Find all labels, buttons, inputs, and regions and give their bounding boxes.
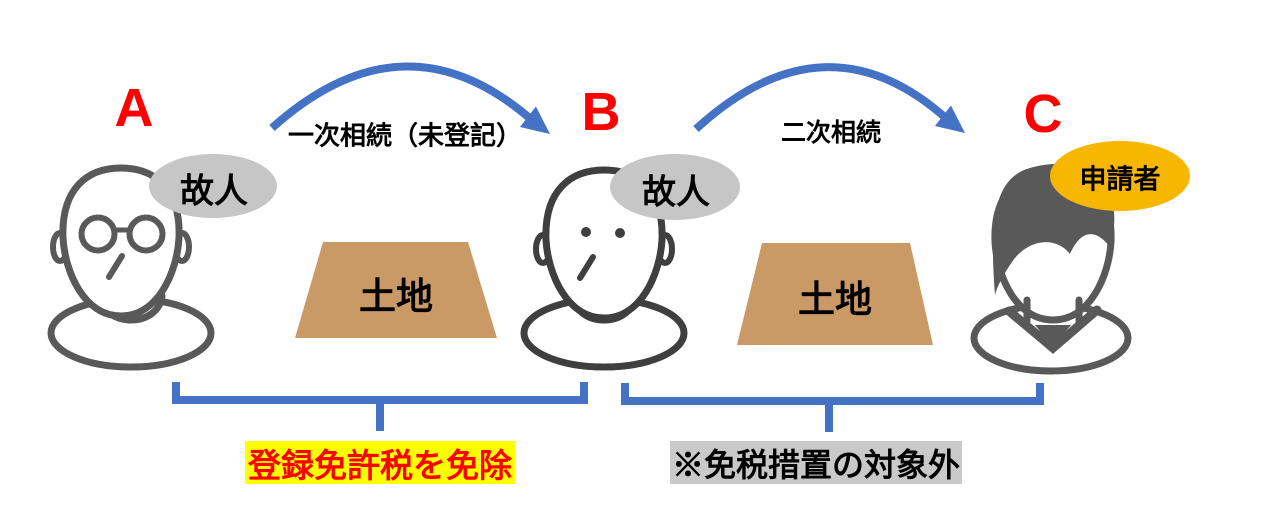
brace-a-b (172, 382, 588, 431)
land-label-a-b: 土地 (359, 276, 433, 317)
first-inheritance-arrow (269, 62, 550, 134)
second-inheritance-label: 二次相続 (780, 119, 882, 147)
deceased-badge-b: 故人 (642, 173, 710, 212)
person-c-collar-fill (1035, 325, 1071, 347)
person-b-eye (581, 227, 591, 237)
deceased-balloon-a (149, 154, 277, 218)
arrowhead-icon (934, 105, 965, 133)
glasses-icon (78, 214, 118, 254)
glasses-icon (126, 214, 166, 254)
person-a-nose (106, 253, 125, 280)
tax-exemption-note: 登録免許税を免除 (245, 441, 515, 484)
land-label-b-c: 土地 (798, 279, 872, 320)
applicant-badge: 申請者 (1079, 164, 1161, 195)
person-a-label: A (114, 78, 154, 138)
applicant-balloon-c (1050, 141, 1190, 211)
arrow-arc (693, 63, 951, 132)
person-c-label: C (1023, 84, 1063, 144)
person-b-eye (615, 228, 625, 238)
land-plot-b-c (737, 243, 933, 345)
brace-b-c (621, 383, 1044, 432)
person-a-head (59, 164, 183, 320)
person-b-nose (577, 254, 596, 281)
second-inheritance-arrow (693, 63, 965, 133)
first-inheritance-label: 一次相続（未登記） (287, 120, 523, 151)
arrow-arc (269, 62, 537, 131)
non-exemption-note: ※免税措置の対象外 (670, 441, 962, 484)
person-b-label: B (581, 82, 621, 142)
deceased-badge-a: 故人 (180, 172, 248, 211)
deceased-balloon-b (610, 154, 740, 220)
arrowhead-icon (519, 106, 550, 134)
person-a-icon (47, 164, 215, 371)
land-plot-a-b (295, 242, 497, 338)
person-c-collar (1004, 305, 1102, 354)
